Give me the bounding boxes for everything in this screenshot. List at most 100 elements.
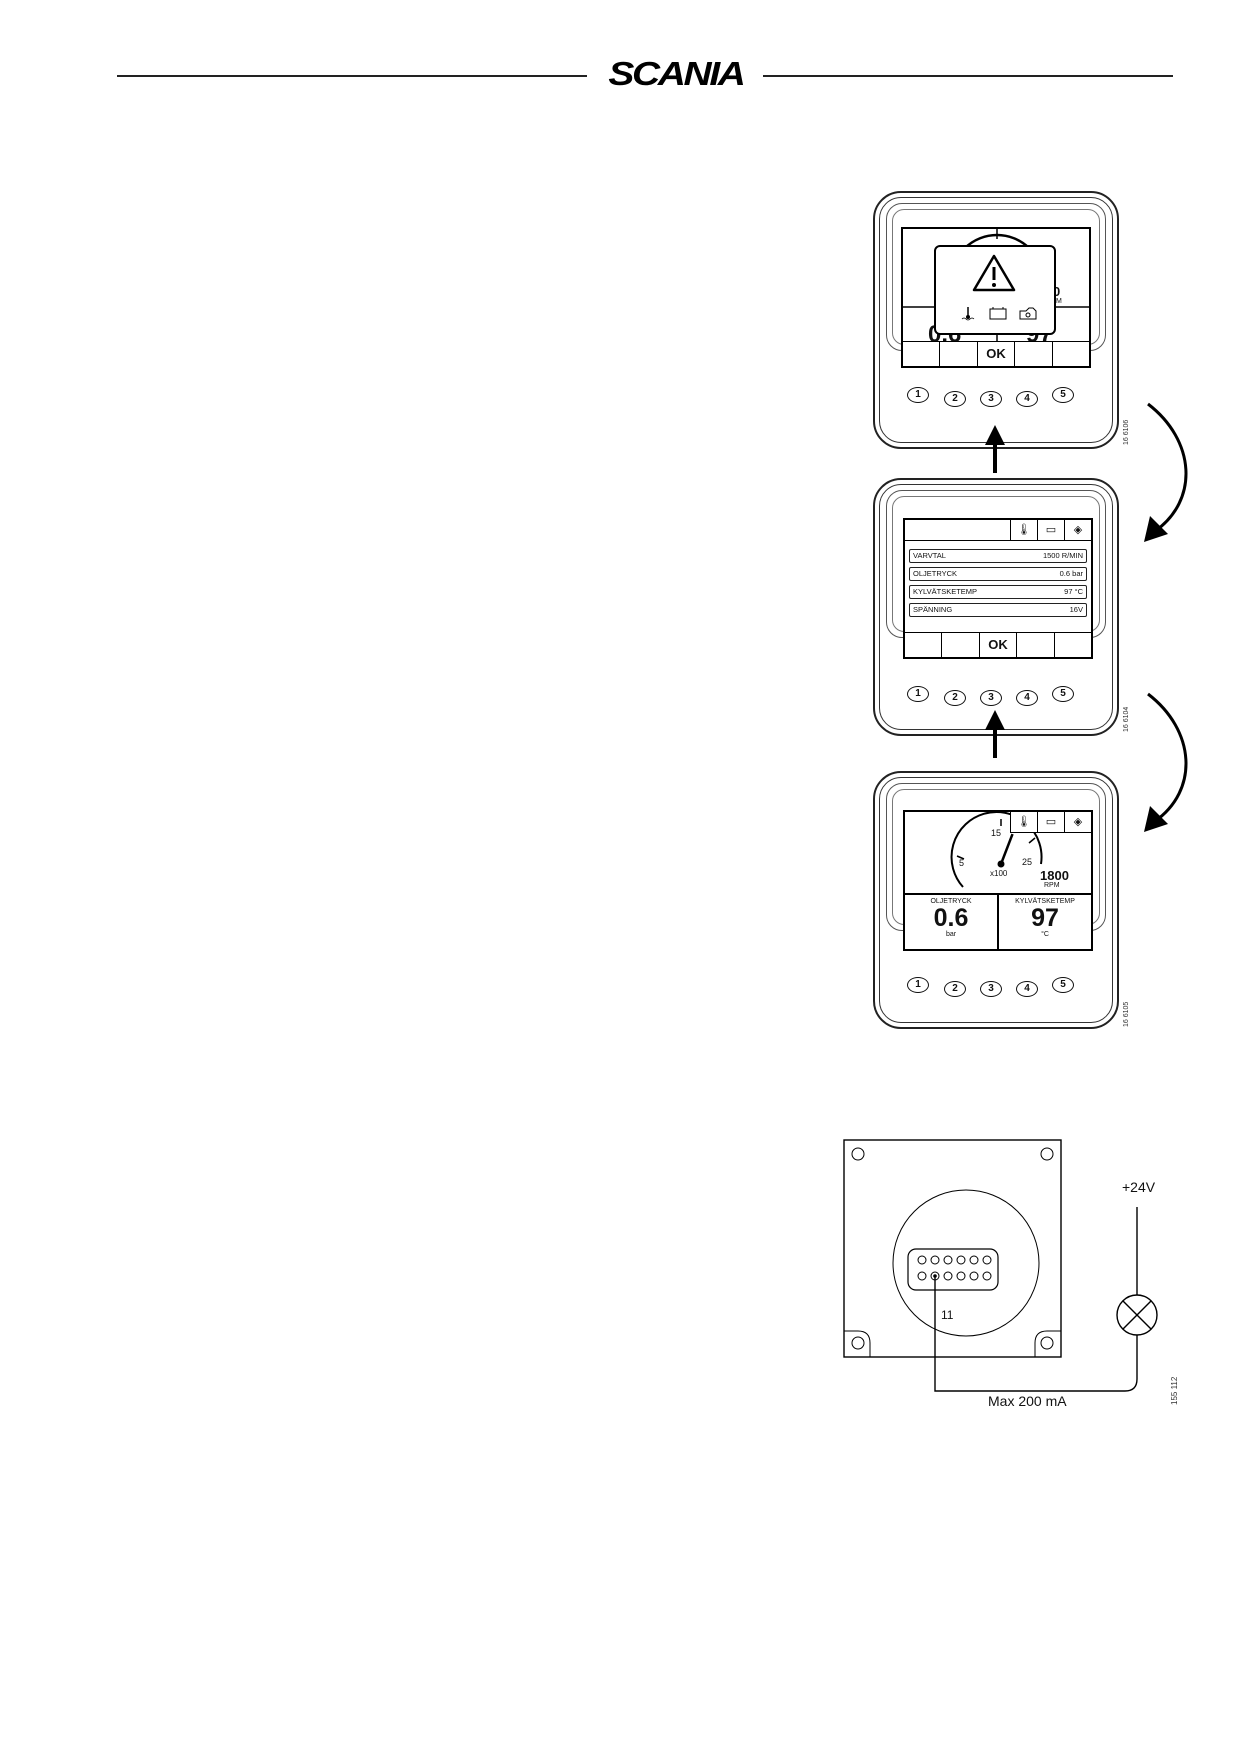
coolant-temp-icon xyxy=(961,307,975,321)
oil-pressure-icon[interactable]: ◈ xyxy=(1073,524,1083,536)
list-row-kylvatsketemp: KYLVÄTSKETEMP 97 °C xyxy=(909,585,1087,599)
partial-rpm: 0 xyxy=(1053,284,1061,299)
tab-icons: 🌡 ▭ ◈ xyxy=(1010,520,1091,541)
rpm-gauge xyxy=(950,812,1043,888)
hw-button-1[interactable]: 1 xyxy=(907,686,929,702)
hw-button-4[interactable]: 4 xyxy=(1016,690,1038,706)
gauge-divider-v xyxy=(997,893,999,949)
softkey-2[interactable] xyxy=(940,342,978,366)
coolant-temp-unit: °C xyxy=(1041,931,1049,938)
tick-label-15: 15 xyxy=(991,828,1002,838)
softkey-bar: OK xyxy=(905,632,1091,657)
battery-icon[interactable]: ▭ xyxy=(1038,520,1065,540)
transition-arrow-icon xyxy=(1144,692,1188,832)
bezel-mid xyxy=(879,777,1113,1023)
oil-pressure-icon[interactable]: ◈ xyxy=(1073,816,1083,828)
brand-logo: SCANIA xyxy=(608,55,745,92)
partial-unit: M xyxy=(1056,298,1062,305)
max-current-label: Max 200 mA xyxy=(988,1393,1067,1409)
figure-id: 16 6106 xyxy=(1123,419,1130,445)
coolant-temp-cell: KYLVÄTSKETEMP 97 °C xyxy=(999,894,1091,949)
mount-hole xyxy=(851,1147,865,1161)
figure-id: 16 6104 xyxy=(1123,706,1130,732)
hardware-button-row: 1 2 3 4 5 xyxy=(907,387,1097,409)
figure-id: 16 6105 xyxy=(1123,1001,1130,1027)
battery-icon xyxy=(989,307,1007,320)
hw-button-3[interactable]: 3 xyxy=(980,690,1002,706)
list-row-spanning: SPÄNNING 16V xyxy=(909,603,1087,617)
mount-hole xyxy=(851,1336,865,1350)
supply-label: +24V xyxy=(1122,1179,1156,1195)
oil-pressure-value: 0.6 xyxy=(933,904,969,932)
rpm-unit: RPM xyxy=(1044,882,1060,889)
hw-button-2[interactable]: 2 xyxy=(944,391,966,407)
hw-button-1[interactable]: 1 xyxy=(907,977,929,993)
figure-id: 155 112 xyxy=(1170,1376,1179,1405)
list-screen: 🌡 ▭ ◈ VARVTAL 1500 R/MIN OLJETRYCK 0.6 b… xyxy=(903,518,1093,659)
hw-button-4[interactable]: 4 xyxy=(1016,391,1038,407)
warning-triangle-icon xyxy=(972,254,1016,292)
softkey-2[interactable] xyxy=(942,633,980,657)
coolant-temp-icon[interactable]: 🌡 xyxy=(1011,812,1038,832)
tick-label-5: 5 xyxy=(959,858,965,868)
softkey-1[interactable] xyxy=(905,633,943,657)
gauge-screen: 5 15 25 x100 1800 RPM 🌡 ▭ ◈ OLJETRYCK 0.… xyxy=(903,810,1093,951)
row-label: OLJETRYCK xyxy=(913,569,958,578)
row-value: 16V xyxy=(1069,605,1083,614)
press-arrow-icon xyxy=(985,710,1005,758)
hardware-button-row: 1 2 3 4 5 xyxy=(907,977,1097,999)
coolant-temp-icon[interactable]: 🌡 xyxy=(1011,520,1038,540)
battery-icon[interactable]: ▭ xyxy=(1038,812,1065,832)
oil-pressure-icon xyxy=(1019,307,1037,320)
gauge-tick xyxy=(1028,837,1036,844)
mount-hole xyxy=(1040,1336,1054,1350)
softkey-5[interactable] xyxy=(1055,633,1091,657)
hw-button-3[interactable]: 3 xyxy=(980,391,1002,407)
oil-pressure-cell: OLJETRYCK 0.6 bar xyxy=(905,894,997,949)
softkey-4[interactable] xyxy=(1015,342,1053,366)
softkey-ok[interactable]: OK xyxy=(980,633,1018,657)
tab-divider xyxy=(905,540,1091,542)
warning-display-device: 0 M 0.6 97 xyxy=(873,191,1130,449)
gauge-tick xyxy=(956,855,965,860)
hw-button-1[interactable]: 1 xyxy=(907,387,929,403)
hw-button-5[interactable]: 5 xyxy=(1052,387,1074,403)
row-label: VARVTAL xyxy=(913,551,946,560)
mount-hole xyxy=(1040,1147,1054,1161)
row-label: KYLVÄTSKETEMP xyxy=(913,587,978,596)
hardware-button-row: 1 2 3 4 5 xyxy=(907,686,1097,708)
connector-pins xyxy=(917,1255,992,1281)
coolant-temp-value: 97 xyxy=(1031,904,1059,932)
rpm-value: 1800 xyxy=(1040,868,1069,883)
transition-arrow-icon xyxy=(1144,402,1188,542)
connector xyxy=(907,1248,999,1291)
softkey-1[interactable] xyxy=(903,342,941,366)
hw-button-5[interactable]: 5 xyxy=(1052,686,1074,702)
hw-button-4[interactable]: 4 xyxy=(1016,981,1038,997)
hw-button-5[interactable]: 5 xyxy=(1052,977,1074,993)
oil-pressure-label: OLJETRYCK xyxy=(930,898,972,905)
softkey-ok[interactable]: OK xyxy=(978,342,1016,366)
press-arrow-icon xyxy=(985,425,1005,473)
oil-pressure-unit: bar xyxy=(945,931,957,938)
gauge-multiplier: x100 xyxy=(990,869,1008,878)
coolant-temp-label: KYLVÄTSKETEMP xyxy=(1015,898,1075,905)
softkey-5[interactable] xyxy=(1053,342,1089,366)
hw-button-2[interactable]: 2 xyxy=(944,690,966,706)
warning-screen: 0 M 0.6 97 xyxy=(901,227,1091,368)
row-label: SPÄNNING xyxy=(913,605,953,614)
pin-label: 11 xyxy=(941,1308,954,1322)
wiring-drawing xyxy=(843,1139,1158,1392)
wiring-diagram: +24V 11 Max 200 mA 155 112 xyxy=(840,1135,1180,1410)
hw-button-2[interactable]: 2 xyxy=(944,981,966,997)
softkey-bar: OK xyxy=(903,341,1089,366)
softkey-4[interactable] xyxy=(1017,633,1055,657)
tick-label-25: 25 xyxy=(1022,857,1033,867)
list-display-device: 🌡 ▭ ◈ VARVTAL 1500 R/MIN OLJETRYCK 0.6 b… xyxy=(873,478,1130,736)
wire xyxy=(934,1276,1138,1392)
row-value: 1500 R/MIN xyxy=(1042,551,1083,560)
gauge-hub xyxy=(997,860,1005,868)
hw-button-3[interactable]: 3 xyxy=(980,981,1002,997)
gauge-needle xyxy=(999,833,1014,865)
gauge-display-device: 5 15 25 x100 1800 RPM 🌡 ▭ ◈ OLJETRYCK 0.… xyxy=(873,771,1130,1029)
